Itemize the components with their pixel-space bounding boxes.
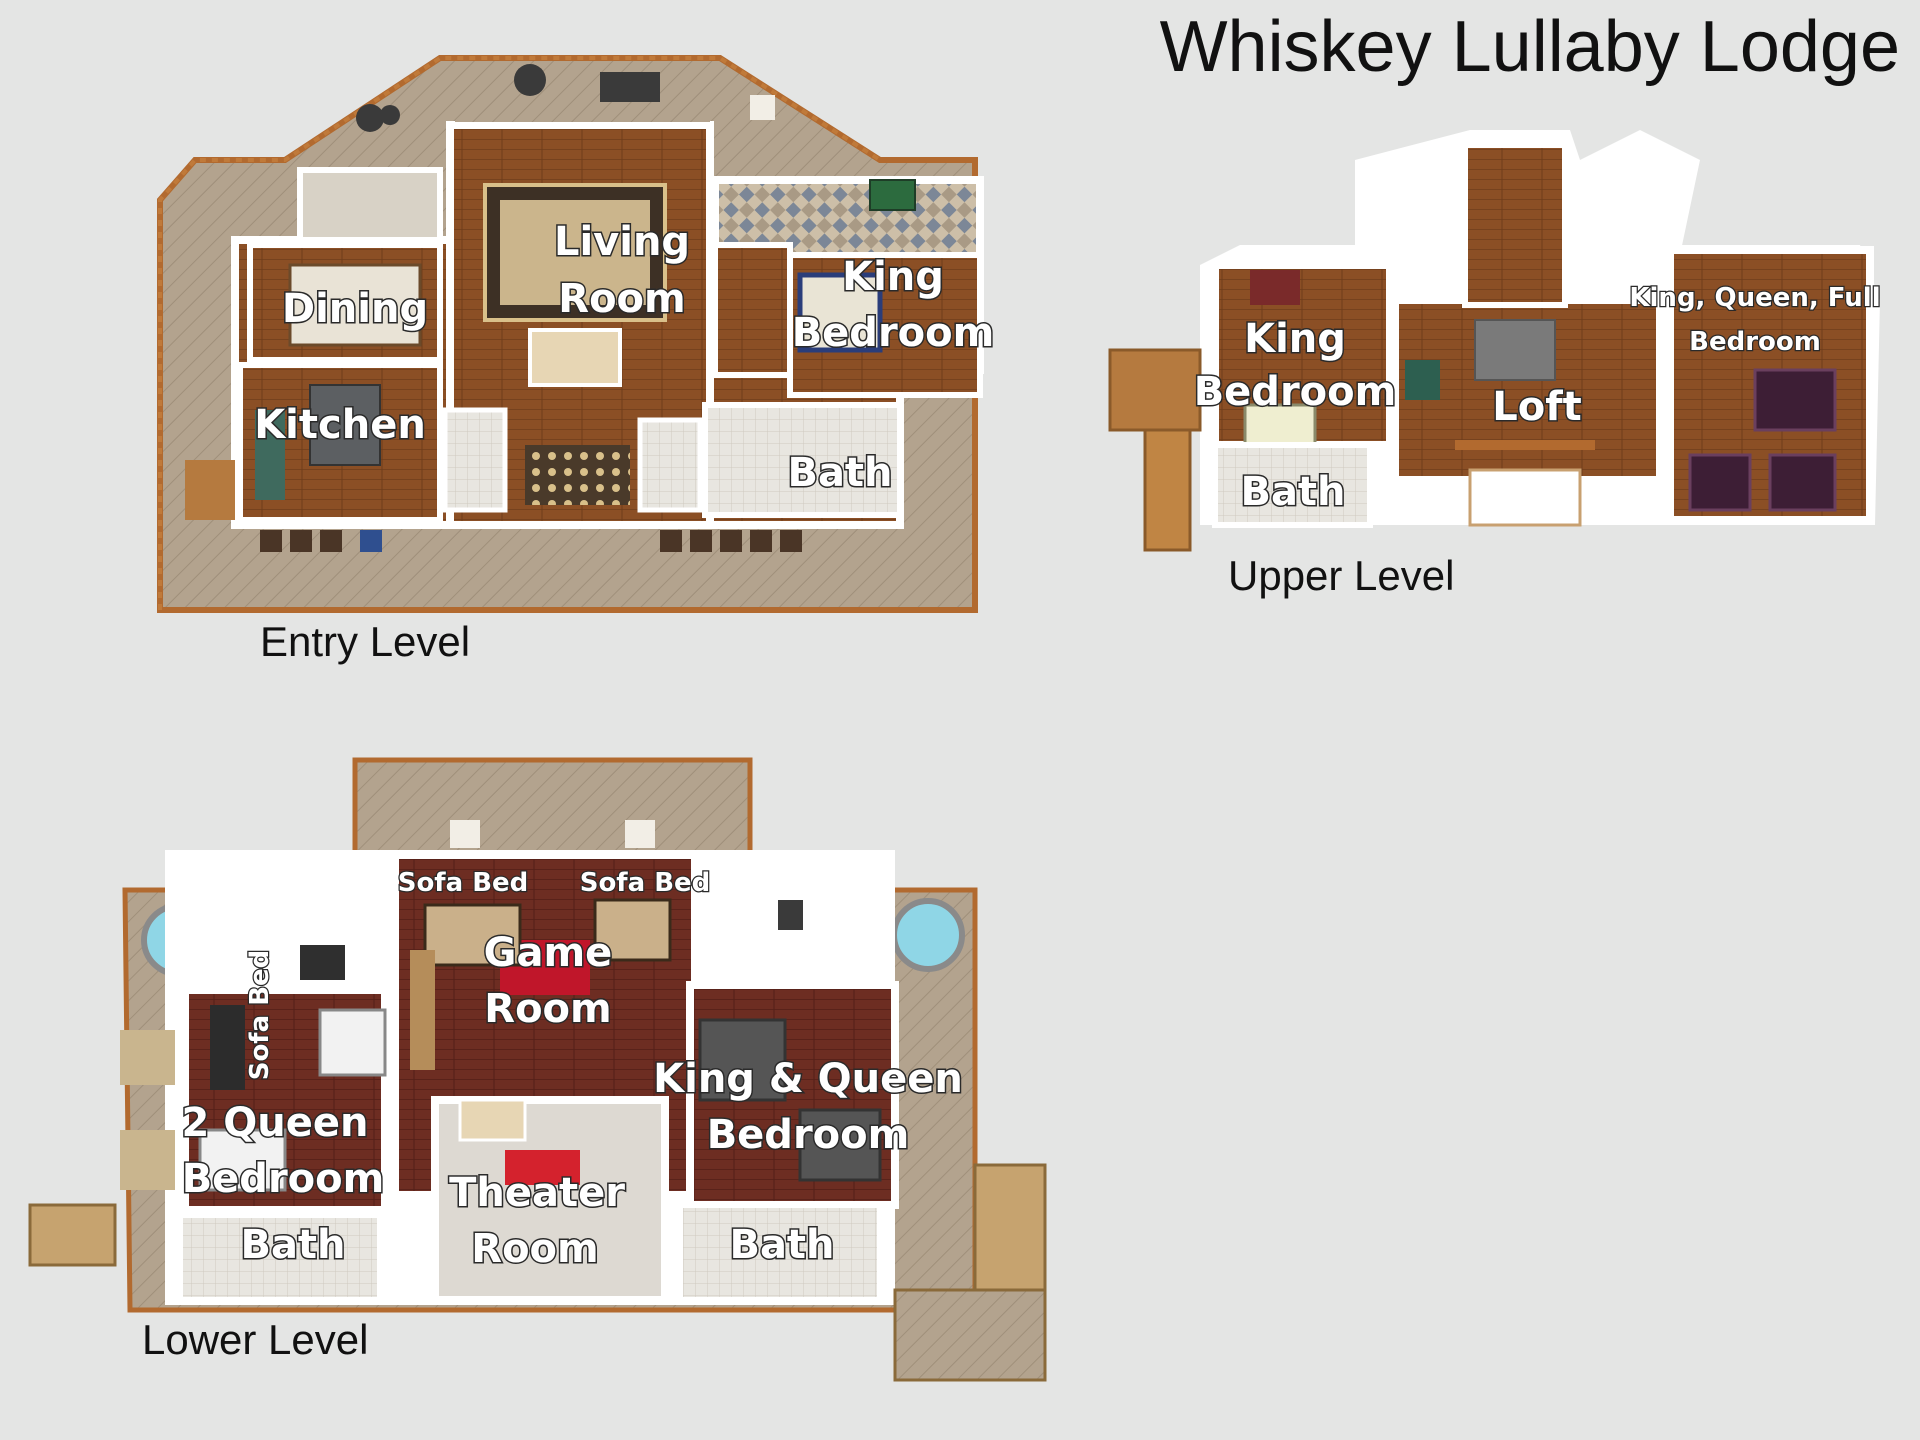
upper-loft-top [1462, 142, 1568, 308]
lower-sofa-bed-left [423, 903, 522, 967]
lower-kq-label-1: King & Queen [653, 1056, 963, 1102]
lower-sofa-bed-label-3: Sofa Bed [245, 950, 275, 1081]
upper-bath-label: Bath [1240, 469, 1345, 515]
entry-living-label-2: Room [558, 276, 685, 322]
upper-kqf-queen-bed [1688, 453, 1752, 512]
upper-kqf-full-bed [1768, 453, 1837, 512]
lower-kq-queen-bed [798, 1108, 882, 1182]
lower-bath-left-label: Bath [240, 1222, 345, 1268]
upper-chimney [1474, 319, 1556, 381]
lower-bath-right-label: Bath [729, 1222, 834, 1268]
lower-kq-label-2: Bedroom [707, 1112, 910, 1158]
entry-king-bed [797, 272, 883, 353]
entry-dining-label: Dining [282, 286, 428, 332]
entry-porch [455, 62, 710, 122]
upper-loft-label: Loft [1492, 384, 1582, 430]
upper-loft-rail [1455, 440, 1595, 450]
entry-front-steps [185, 460, 235, 520]
lower-bath-left [177, 1212, 383, 1303]
entry-foyer-rug [525, 445, 630, 505]
upper-king-label-1: King [1244, 316, 1346, 362]
lower-2queen-label-1: 2 Queen [182, 1100, 369, 1146]
upper-deck-stairs [1108, 348, 1202, 432]
entry-king-label-2: Bedroom [792, 310, 995, 356]
lower-sofa-bed-label-1: Sofa Bed [398, 868, 529, 898]
lower-game-bar [410, 950, 435, 1070]
entry-kitchen-label: Kitchen [254, 402, 426, 448]
upper-level-label: Upper Level [1228, 552, 1455, 599]
lower-hot-tub-right [891, 898, 965, 972]
lower-game-label-2: Room [484, 986, 611, 1032]
upper-king-headboard [1250, 270, 1300, 305]
upper-kqf-label-1: King, Queen, Full [1629, 283, 1880, 313]
upper-king-label-2: Bedroom [1194, 369, 1397, 415]
entry-kitchen-counter [255, 410, 285, 500]
lower-deck-furniture [120, 820, 803, 1190]
upper-kqf-king-bed [1753, 368, 1837, 432]
entry-level-plan [157, 55, 984, 613]
entry-kitchen-island [309, 384, 381, 466]
entry-half-bath [637, 417, 703, 513]
entry-sunroom [297, 167, 443, 243]
entry-stairs [528, 328, 622, 387]
entry-hall-room [712, 242, 793, 378]
lower-queen-bed-2 [198, 1128, 287, 1192]
lower-exterior-landing [893, 1288, 1047, 1382]
entry-bath-label: Bath [787, 450, 892, 496]
lower-level-plan [28, 757, 1047, 1382]
lower-theater-seats [505, 1150, 580, 1185]
entry-dining-table [288, 263, 422, 347]
lower-theater-label-2: Room [471, 1226, 598, 1272]
entry-bath [702, 402, 903, 518]
lower-theater-label-1: Theater [449, 1170, 625, 1216]
upper-loft-table [1405, 360, 1440, 400]
entry-green-table [869, 179, 916, 211]
lower-kq-king-bed [698, 1018, 787, 1102]
lower-left-steps [28, 1203, 117, 1267]
entry-sofa-area [500, 200, 650, 305]
lower-level-label: Lower Level [142, 1316, 369, 1363]
upper-level-plan [1108, 130, 1880, 552]
upper-open-below-window [1468, 468, 1582, 527]
lower-2queen-label-2: Bedroom [182, 1156, 385, 1202]
lower-game-label-1: Game [484, 930, 613, 976]
upper-kqf-label-2: Bedroom [1689, 327, 1821, 357]
entry-king-label-1: King [842, 254, 944, 300]
lower-stairs [458, 1098, 527, 1142]
page-title: Whiskey Lullaby Lodge [1159, 7, 1900, 87]
lower-sofa-bed-side [210, 1005, 245, 1090]
upper-deck-stairs-run [1143, 428, 1192, 552]
lower-sofa-bed-label-2: Sofa Bed [580, 868, 711, 898]
lower-queen-bed-1 [318, 1008, 387, 1077]
lower-bath-right [677, 1202, 883, 1303]
entry-living-label-1: Living [554, 219, 690, 265]
entry-deck-chairs [260, 64, 802, 552]
entry-deck-railing [158, 56, 882, 610]
upper-bath [1212, 442, 1373, 528]
lower-sofa-bed-right [593, 898, 672, 962]
entry-laundry [442, 407, 508, 513]
entry-level-label: Entry Level [260, 618, 471, 665]
